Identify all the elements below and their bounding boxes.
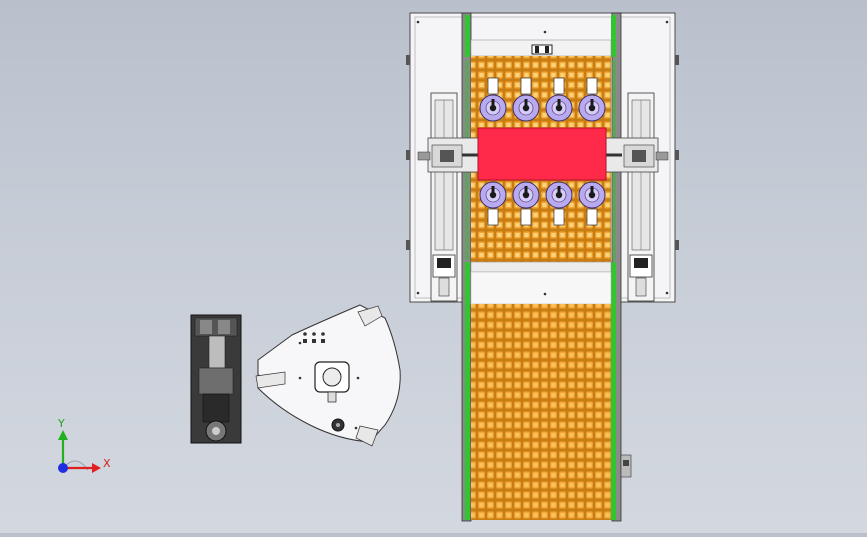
z-axis-dot — [58, 463, 68, 473]
guide-rail-right-bottom — [611, 262, 616, 520]
rotary-table[interactable] — [255, 304, 401, 447]
x-axis-label: X — [103, 457, 111, 470]
coordinate-triad: Y X — [57, 417, 111, 473]
linear-actuator-right[interactable] — [627, 92, 655, 302]
y-axis-arrowhead — [58, 430, 68, 440]
y-axis-label: Y — [57, 417, 65, 430]
linear-actuator-left[interactable] — [430, 92, 458, 302]
puck-holder-bottom-2[interactable] — [512, 181, 540, 226]
puck-holders[interactable] — [479, 77, 606, 226]
motor-assembly[interactable] — [190, 314, 242, 444]
puck-holder-top-1[interactable] — [479, 77, 507, 122]
conveyor-belt[interactable] — [461, 12, 632, 522]
x-axis-arrowhead — [92, 463, 101, 473]
puck-holder-bottom-1[interactable] — [479, 181, 507, 226]
conveyor-cells-lower — [471, 304, 611, 520]
puck-holder-top-3[interactable] — [545, 77, 573, 122]
guide-rail-left-top — [465, 15, 470, 57]
puck-holder-bottom-4[interactable] — [578, 181, 606, 226]
press-platen[interactable] — [477, 127, 607, 181]
guide-rail-right-top — [611, 15, 616, 57]
puck-holder-top-2[interactable] — [512, 77, 540, 122]
puck-holder-top-4[interactable] — [578, 77, 606, 122]
guide-rail-left-bottom — [465, 262, 470, 520]
puck-holder-bottom-3[interactable] — [545, 181, 573, 226]
